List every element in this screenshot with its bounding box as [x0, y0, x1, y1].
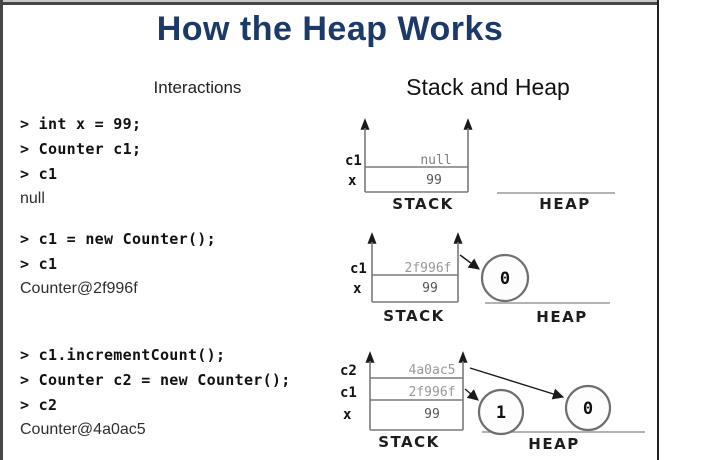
code-line: > c1 — [20, 165, 58, 183]
top-border-dark — [0, 2, 659, 5]
code-output: null — [20, 190, 45, 207]
var-value: 2f996f — [409, 385, 456, 400]
code-line: > Counter c1; — [20, 140, 142, 158]
stack-label: STACK — [378, 433, 440, 451]
code-line: > c2 — [20, 396, 58, 414]
top-border-light — [0, 0, 659, 2]
heap-object-circle — [480, 253, 530, 303]
var-label: x — [353, 281, 362, 297]
heap-object-count: 0 — [583, 399, 593, 419]
stack-label: STACK — [383, 307, 445, 325]
interactions-block-1: > int x = 99; > Counter c1; > c1 null — [20, 112, 340, 210]
var-label: x — [343, 407, 352, 423]
heap-object-count: 0 — [500, 269, 510, 289]
var-label: c2 — [340, 363, 357, 379]
code-line: > c1 = new Counter(); — [20, 230, 216, 248]
heap-label: HEAP — [539, 195, 590, 213]
heap-label: HEAP — [536, 308, 587, 326]
code-line: > Counter c2 = new Counter(); — [20, 371, 291, 389]
heap-object-count: 1 — [496, 403, 506, 423]
stack-box — [360, 118, 473, 193]
code-line: > c1.incrementCount(); — [20, 346, 226, 364]
heap-object-circle — [564, 384, 612, 432]
up-arrow-icon — [360, 118, 370, 130]
stack-box — [367, 232, 463, 303]
pointer-arrow — [459, 254, 480, 270]
var-label: c1 — [350, 261, 367, 277]
heap-label: HEAP — [528, 435, 579, 453]
code-output: Counter@4a0ac5 — [20, 421, 146, 438]
stack-heap-header: Stack and Heap — [406, 74, 570, 100]
interactions-block-3: > c1.incrementCount(); > Counter c2 = ne… — [20, 343, 340, 441]
stack-heap-diagram-1: c1 null x 99 STACK HEAP — [345, 118, 615, 213]
var-value: 99 — [426, 173, 442, 188]
code-line: > int x = 99; — [20, 115, 142, 133]
page-title: How the Heap Works — [156, 10, 504, 48]
left-border — [0, 0, 3, 460]
var-label: c1 — [345, 153, 362, 169]
var-value: 4a0ac5 — [409, 363, 456, 378]
var-value: 2f996f — [405, 261, 452, 276]
pointer-arrow-c2 — [469, 367, 565, 400]
up-arrow-icon — [365, 351, 375, 363]
stack-box — [365, 351, 468, 431]
up-arrow-icon — [453, 232, 463, 244]
stack-heap-diagram-2: c1 2f996f x 99 STACK HEAP 0 — [350, 232, 610, 326]
heap-object-circle — [477, 388, 525, 436]
stack-label: STACK — [392, 195, 454, 213]
var-value: 99 — [424, 407, 440, 422]
var-label: c1 — [340, 385, 357, 401]
up-arrow-icon — [367, 232, 377, 244]
var-value: null — [420, 153, 451, 168]
right-border — [657, 0, 659, 460]
stack-heap-diagram-3: c2 4a0ac5 c1 2f996f x 99 STACK HEAP 1 0 — [340, 351, 645, 453]
var-value: 99 — [422, 281, 438, 296]
interactions-header: Interactions — [153, 78, 242, 97]
code-line: > c1 — [20, 255, 58, 273]
code-output: Counter@2f996f — [20, 280, 138, 297]
pointer-arrow-c1 — [464, 388, 479, 401]
var-label: x — [348, 173, 357, 189]
up-arrow-icon — [463, 118, 473, 130]
up-arrow-icon — [458, 351, 468, 363]
interactions-block-2: > c1 = new Counter(); > c1 Counter@2f996… — [20, 227, 340, 300]
